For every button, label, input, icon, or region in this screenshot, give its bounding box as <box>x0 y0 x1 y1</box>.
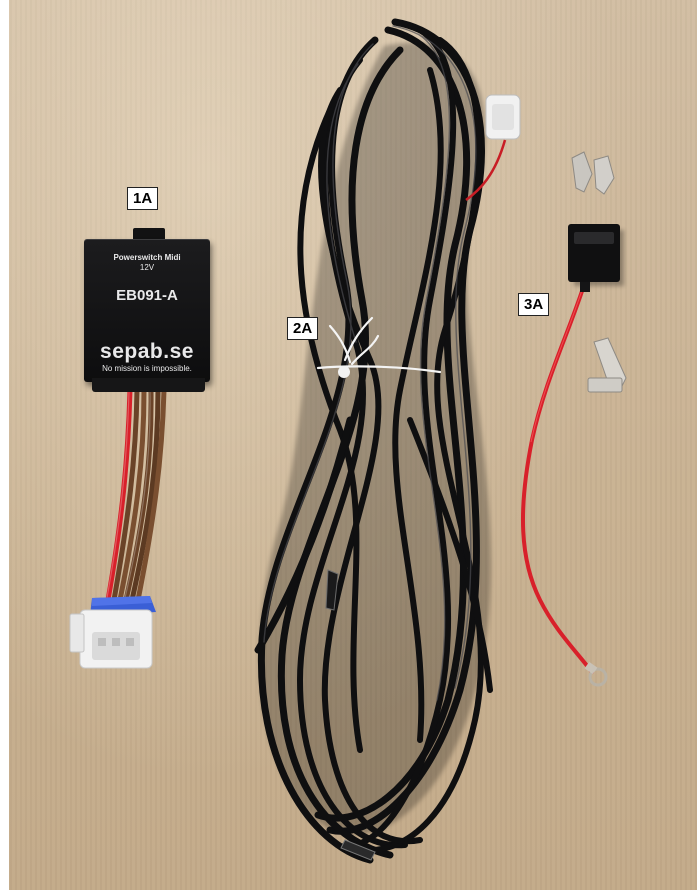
label-1a: 1A <box>127 187 159 210</box>
module-mount-lip <box>133 228 165 242</box>
photo-left-border <box>0 0 9 890</box>
fuse-holder-3a <box>521 151 627 687</box>
powerswitch-module-1a: Powerswitch Midi 12V EB091-A sepab.se No… <box>84 239 210 382</box>
crimp-terminal <box>587 337 627 393</box>
module-brand: sepab.se <box>100 340 194 363</box>
module-product-line: Powerswitch Midi <box>113 253 181 262</box>
spade-terminals-pair <box>571 151 615 195</box>
label-2a: 2A <box>287 317 319 340</box>
cable-coil-2a <box>254 18 521 864</box>
module-voltage: 12V <box>139 263 155 272</box>
module-model-number: EB091-A <box>116 287 178 304</box>
module-base <box>92 378 205 392</box>
module-slogan: No mission is impossible. <box>102 364 192 373</box>
wiring-harness-1a <box>69 387 167 669</box>
label-3a: 3A <box>518 293 550 316</box>
